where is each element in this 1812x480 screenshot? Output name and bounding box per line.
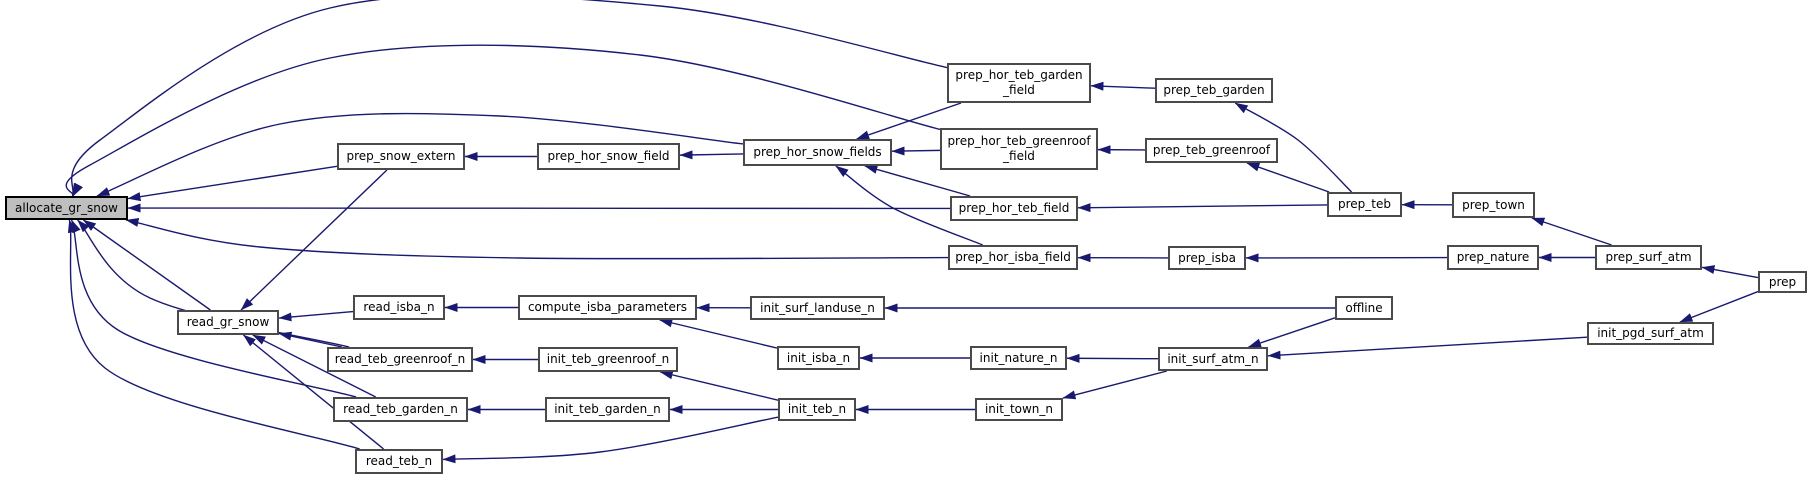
- graph-node-read-teb-garden-n[interactable]: read_teb_garden_n: [333, 397, 468, 422]
- graph-node-compute-isba-parameters[interactable]: compute_isba_parameters: [518, 295, 697, 320]
- graph-node-prep-hor-isba-field[interactable]: prep_hor_isba_field: [948, 245, 1078, 270]
- graph-node-label: read_gr_snow: [186, 315, 270, 329]
- call-edge-prep_snow_extern-to-allocate_gr_snow: [127, 165, 338, 202]
- graph-node-label: read_teb_n: [365, 454, 433, 468]
- graph-node-init-town-n[interactable]: init_town_n: [975, 398, 1063, 421]
- call-edge-read_teb_greenroof_n-to-allocate_gr_snow: [77, 219, 350, 348]
- graph-node-label: prep_isba: [1178, 250, 1236, 265]
- graph-node-prep-surf-atm[interactable]: prep_surf_atm: [1595, 245, 1702, 270]
- graph-node-init-teb-n[interactable]: init_teb_n: [778, 398, 856, 421]
- graph-node-label: prep_nature: [1456, 250, 1530, 264]
- graph-node-offline[interactable]: offline: [1335, 296, 1393, 320]
- graph-node-read-gr-snow[interactable]: read_gr_snow: [177, 310, 279, 335]
- graph-node-label: allocate_gr_snow: [15, 200, 118, 215]
- call-edge-init_pgd_surf_atm-to-init_surf_atm_n: [1267, 336, 1588, 360]
- graph-node-label: init_teb_greenroof_n: [546, 352, 670, 366]
- graph-node-label: prep_teb_garden: [1163, 83, 1265, 97]
- graph-node-prep-teb[interactable]: prep_teb: [1327, 192, 1402, 217]
- graph-node-prep-nature[interactable]: prep_nature: [1447, 245, 1539, 270]
- call-edge-prep-to-init_pgd_surf_atm: [1679, 290, 1759, 323]
- call-edge-read_teb_n-to-read_gr_snow: [242, 334, 385, 450]
- graph-node-read-teb-n[interactable]: read_teb_n: [355, 449, 443, 474]
- graph-node-label: prep_hor_teb_field: [958, 201, 1070, 215]
- graph-node-label: init_teb_garden_n: [554, 402, 661, 416]
- graph-node-label: init_surf_atm_n: [1167, 351, 1259, 366]
- call-edge-prep_hor_isba_field-to-prep_hor_snow_fields: [835, 165, 983, 246]
- call-edge-init_surf_atm_n-to-init_town_n: [1062, 370, 1168, 400]
- call-edge-read_teb_garden_n-to-read_gr_snow: [252, 334, 377, 398]
- graph-node-prep-town[interactable]: prep_town: [1452, 192, 1535, 218]
- graph-node-label: compute_isba_parameters: [527, 300, 688, 314]
- graph-node-label: prep: [1768, 274, 1797, 289]
- graph-node-prep-hor-teb-field[interactable]: prep_hor_teb_field: [950, 196, 1078, 221]
- graph-node-init-teb-garden-n[interactable]: init_teb_garden_n: [545, 397, 670, 422]
- call-edge-read_teb_garden_n-to-allocate_gr_snow: [70, 219, 357, 398]
- call-edge-init_isba_n-to-compute_isba_parameters: [659, 318, 778, 349]
- graph-node-prep-snow-extern[interactable]: prep_snow_extern: [337, 143, 465, 170]
- call-edge-prep_hor_snow_fields-to-prep_hor_snow_field: [679, 150, 744, 160]
- graph-node-label: prep_hor_snow_field: [547, 149, 670, 163]
- call-edge-read_gr_snow-to-allocate_gr_snow: [83, 219, 211, 311]
- graph-node-allocate-gr-snow[interactable]: allocate_gr_snow: [5, 196, 128, 220]
- graph-node-label: prep_hor_isba_field: [955, 250, 1071, 264]
- graph-node-label: init_nature_n: [979, 350, 1058, 365]
- call-edge-prep_teb-to-prep_hor_teb_field: [1077, 203, 1328, 213]
- graph-node-label: init_pgd_surf_atm: [1597, 326, 1704, 340]
- graph-node-init-surf-atm-n[interactable]: init_surf_atm_n: [1158, 347, 1268, 371]
- graph-node-prep-teb-garden[interactable]: prep_teb_garden: [1155, 78, 1273, 103]
- call-edge-prep_hor_snow_fields-to-allocate_gr_snow: [96, 112, 744, 197]
- graph-node-label: read_isba_n: [363, 300, 435, 314]
- call-edge-init_teb_n-to-init_teb_greenroof_n: [659, 370, 779, 401]
- graph-node-label: prep_hor_teb_greenroof _field: [947, 134, 1091, 163]
- graph-node-init-nature-n[interactable]: init_nature_n: [970, 346, 1067, 370]
- graph-node-label: prep_hor_teb_garden _field: [955, 68, 1083, 97]
- call-edge-prep_snow_extern-to-read_gr_snow: [240, 169, 388, 311]
- graph-node-label: prep_snow_extern: [346, 149, 456, 163]
- call-edge-prep_surf_atm-to-prep_town: [1531, 217, 1612, 246]
- call-edge-prep_hor_teb_garden_field-to-allocate_gr_snow: [71, 0, 948, 197]
- call-edge-prep_hor_teb_greenroof_field-to-allocate_gr_snow: [65, 44, 941, 197]
- call-edge-read_teb_n-to-allocate_gr_snow: [67, 219, 360, 450]
- call-edge-read_isba_n-to-read_gr_snow: [278, 310, 354, 322]
- call-edge-prep_hor_teb_garden_field-to-prep_hor_snow_fields: [856, 102, 962, 140]
- graph-node-prep-isba[interactable]: prep_isba: [1168, 246, 1246, 270]
- call-edge-prep_hor_teb_greenroof_field-to-prep_hor_snow_fields: [891, 146, 941, 156]
- graph-node-label: init_surf_landuse_n: [760, 300, 875, 315]
- graph-node-label: prep_hor_snow_fields: [753, 145, 882, 159]
- graph-node-label: prep_teb_greenroof: [1152, 143, 1271, 157]
- graph-node-init-teb-greenroof-n[interactable]: init_teb_greenroof_n: [538, 347, 678, 372]
- graph-node-prep-hor-teb-greenroof-field[interactable]: prep_hor_teb_greenroof _field: [940, 128, 1098, 170]
- call-edge-prep_teb-to-prep_teb_greenroof: [1246, 162, 1330, 193]
- graph-node-read-isba-n[interactable]: read_isba_n: [353, 295, 445, 320]
- graph-node-label: offline: [1345, 300, 1383, 315]
- graph-node-prep[interactable]: prep: [1758, 271, 1807, 293]
- graph-node-label: read_teb_garden_n: [343, 402, 458, 416]
- call-edge-offline-to-init_surf_atm_n: [1248, 317, 1336, 348]
- graph-node-init-surf-landuse-n[interactable]: init_surf_landuse_n: [750, 296, 885, 320]
- call-edge-prep_hor_isba_field-to-allocate_gr_snow: [125, 218, 949, 260]
- graph-node-label: init_town_n: [984, 402, 1054, 416]
- graph-node-prep-hor-snow-fields[interactable]: prep_hor_snow_fields: [743, 139, 892, 166]
- graph-node-init-isba-n[interactable]: init_isba_n: [777, 346, 860, 370]
- graph-node-label: prep_town: [1462, 197, 1525, 212]
- call-edge-prep_teb_garden-to-prep_hor_teb_garden_field: [1090, 81, 1156, 91]
- call-edge-prep_hor_teb_field-to-prep_hor_snow_fields: [864, 165, 971, 197]
- graph-node-prep-teb-greenroof[interactable]: prep_teb_greenroof: [1145, 138, 1278, 163]
- graph-node-prep-hor-snow-field[interactable]: prep_hor_snow_field: [537, 143, 680, 170]
- call-edge-read_teb_greenroof_n-to-read_gr_snow: [278, 331, 343, 348]
- graph-node-label: prep_surf_atm: [1605, 250, 1692, 264]
- graph-node-label: init_teb_n: [787, 402, 847, 416]
- graph-node-prep-hor-teb-garden-field[interactable]: prep_hor_teb_garden _field: [947, 63, 1091, 103]
- graph-node-label: init_isba_n: [786, 350, 851, 365]
- call-edge-prep_teb-to-prep_teb_garden: [1234, 102, 1353, 193]
- graph-node-label: read_teb_greenroof_n: [334, 352, 466, 366]
- graph-node-read-teb-greenroof-n[interactable]: read_teb_greenroof_n: [327, 347, 473, 372]
- call-edge-init_teb_n-to-read_teb_n: [442, 416, 779, 464]
- call-edge-prep-to-prep_surf_atm: [1701, 265, 1759, 279]
- graph-node-init-pgd-surf-atm[interactable]: init_pgd_surf_atm: [1587, 322, 1714, 345]
- graph-node-label: prep_teb: [1338, 197, 1391, 211]
